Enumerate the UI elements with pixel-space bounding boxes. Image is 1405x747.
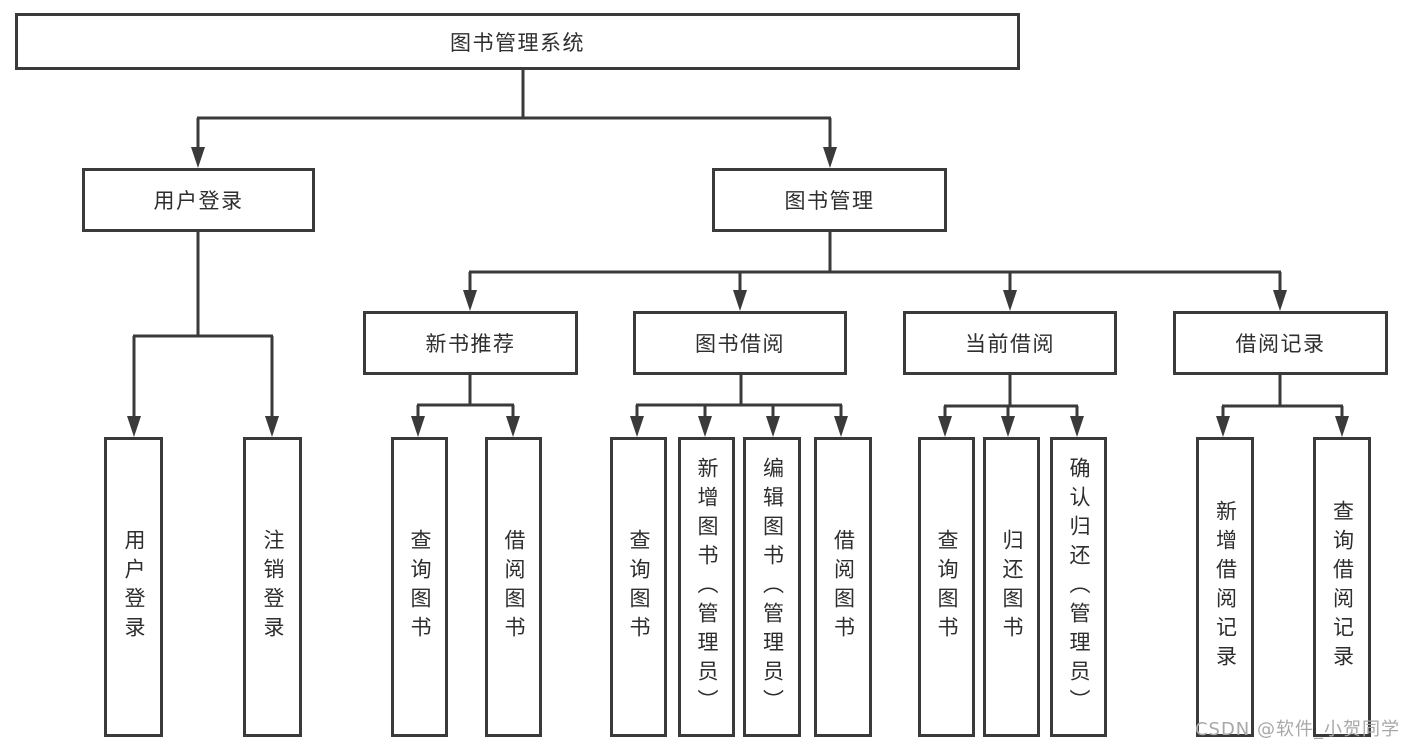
node-new-book-recommend: 新书推荐 xyxy=(363,311,578,375)
node-label: 归还图书 xyxy=(1000,529,1024,645)
leaf-current-return: 归还图书 xyxy=(983,437,1040,737)
node-label: 查询图书 xyxy=(408,529,432,645)
node-root-system: 图书管理系统 xyxy=(15,13,1020,70)
node-borrow-records: 借阅记录 xyxy=(1173,311,1388,375)
node-label: 查询图书 xyxy=(935,529,959,645)
leaf-borrow-borrow: 借阅图书 xyxy=(814,437,872,737)
node-book-borrow: 图书借阅 xyxy=(633,311,847,375)
node-label: 当前借阅 xyxy=(965,332,1055,356)
node-label: 新书推荐 xyxy=(425,332,516,356)
leaf-newbook-borrow: 借阅图书 xyxy=(485,437,542,737)
node-label: 用户登录 xyxy=(122,529,146,645)
node-label: 借阅图书 xyxy=(831,529,856,645)
leaf-records-add: 新增借阅记录 xyxy=(1196,437,1254,737)
node-label: 图书管理系统 xyxy=(450,30,585,55)
node-label: 新增借阅记录 xyxy=(1213,500,1238,674)
node-label: 查询借阅记录 xyxy=(1330,500,1355,674)
node-label: 查询图书 xyxy=(627,529,651,645)
leaf-current-confirm-admin: 确认归还（管理员） xyxy=(1050,437,1107,737)
leaf-newbook-query: 查询图书 xyxy=(391,437,448,737)
leaf-borrow-query: 查询图书 xyxy=(610,437,667,737)
node-label: 借阅记录 xyxy=(1235,332,1326,356)
arrowhead-icons xyxy=(127,147,1349,437)
node-user-login: 用户登录 xyxy=(82,168,315,232)
leaf-records-query: 查询借阅记录 xyxy=(1313,437,1371,737)
node-book-management: 图书管理 xyxy=(712,168,947,232)
node-label: 注销登录 xyxy=(261,529,285,645)
node-label: 新增图书（管理员） xyxy=(695,456,719,718)
leaf-current-query: 查询图书 xyxy=(918,437,975,737)
node-label: 图书借阅 xyxy=(695,332,785,356)
node-label: 确认归还（管理员） xyxy=(1067,456,1091,718)
node-current-borrow: 当前借阅 xyxy=(903,311,1117,375)
leaf-user-login: 用户登录 xyxy=(104,437,163,737)
leaf-borrow-edit-admin: 编辑图书（管理员） xyxy=(743,437,801,737)
csdn-watermark: CSDN @软件_小贺同学 xyxy=(1194,719,1400,740)
node-label: 借阅图书 xyxy=(502,529,526,645)
node-label: 图书管理 xyxy=(784,189,875,213)
leaf-logout: 注销登录 xyxy=(243,437,302,737)
node-label: 用户登录 xyxy=(153,189,244,213)
leaf-borrow-add-admin: 新增图书（管理员） xyxy=(678,437,735,737)
node-label: 编辑图书（管理员） xyxy=(760,456,785,718)
